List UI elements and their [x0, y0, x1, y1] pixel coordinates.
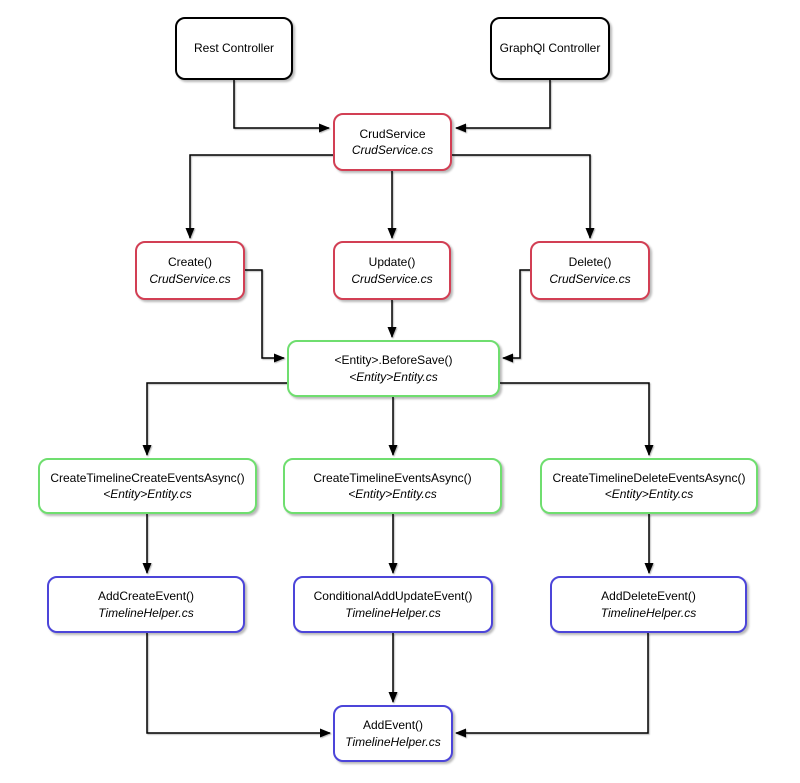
- node-sublabel: TimelineHelper.cs: [345, 734, 441, 749]
- node-sublabel: <Entity>Entity.cs: [348, 487, 437, 501]
- node-sublabel: CrudService.cs: [149, 271, 231, 286]
- node-sublabel: CrudService.cs: [549, 271, 631, 286]
- node-label: <Entity>.BeforeSave(): [334, 353, 453, 368]
- node-create-timeline-delete-events: CreateTimelineDeleteEventsAsync() <Entit…: [540, 458, 758, 514]
- node-label: CreateTimelineDeleteEventsAsync(): [552, 470, 746, 485]
- node-sublabel: <Entity>Entity.cs: [604, 487, 694, 501]
- node-create-timeline-events: CreateTimelineEventsAsync() <Entity>Enti…: [283, 458, 502, 514]
- node-label: Create(): [167, 255, 212, 270]
- node-label: Rest Controller: [193, 41, 275, 56]
- node-label: Delete(): [568, 255, 612, 270]
- node-add-delete-event: AddDeleteEvent() TimelineHelper.cs: [550, 576, 747, 633]
- node-before-save: <Entity>.BeforeSave() <Entity>Entity.cs: [287, 340, 500, 397]
- node-label: CreateTimelineEventsAsync(): [313, 470, 472, 485]
- node-crud-service: CrudService CrudService.cs: [333, 113, 452, 171]
- node-label: AddDeleteEvent(): [601, 589, 696, 604]
- node-rest-controller: Rest Controller: [175, 17, 293, 80]
- node-graphql-controller: GraphQl Controller: [490, 17, 610, 80]
- node-label: CrudService: [359, 126, 426, 141]
- node-label: CreateTimelineCreateEventsAsync(): [50, 470, 245, 485]
- node-conditional-add-update-event: ConditionalAddUpdateEvent() TimelineHelp…: [293, 576, 493, 633]
- node-sublabel: <Entity>Entity.cs: [103, 487, 192, 501]
- node-create: Create() CrudService.cs: [135, 241, 245, 300]
- node-sublabel: CrudService.cs: [351, 143, 434, 157]
- node-label: GraphQl Controller: [499, 41, 601, 56]
- node-label: ConditionalAddUpdateEvent(): [313, 589, 473, 604]
- node-sublabel: TimelineHelper.cs: [345, 605, 441, 620]
- node-create-timeline-create-events: CreateTimelineCreateEventsAsync() <Entit…: [38, 458, 257, 514]
- node-sublabel: TimelineHelper.cs: [600, 605, 697, 620]
- node-update: Update() CrudService.cs: [333, 241, 451, 300]
- node-sublabel: CrudService.cs: [351, 271, 433, 286]
- node-label: Update(): [368, 255, 416, 270]
- node-label: AddEvent(): [362, 718, 424, 733]
- node-sublabel: <Entity>Entity.cs: [349, 369, 438, 384]
- node-delete: Delete() CrudService.cs: [530, 241, 650, 300]
- node-label: AddCreateEvent(): [97, 589, 195, 604]
- node-add-create-event: AddCreateEvent() TimelineHelper.cs: [47, 576, 245, 633]
- node-sublabel: TimelineHelper.cs: [98, 605, 194, 620]
- node-add-event: AddEvent() TimelineHelper.cs: [333, 705, 453, 762]
